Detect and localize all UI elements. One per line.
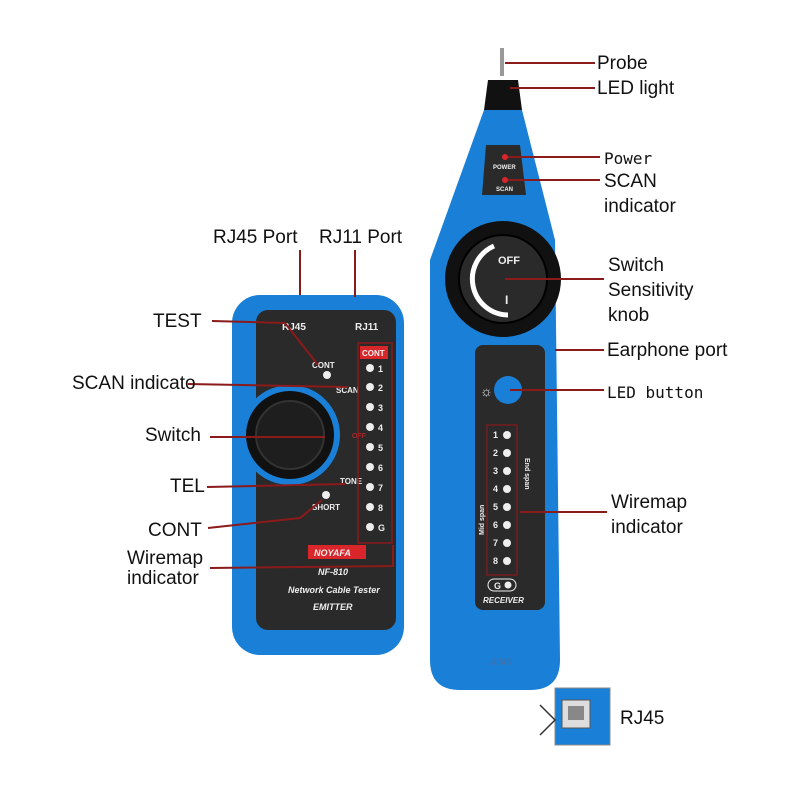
callout-rj45: RJ45 bbox=[620, 708, 665, 729]
callout-rj11-port: RJ11 Port bbox=[319, 227, 403, 248]
svg-text:End span: End span bbox=[523, 458, 530, 490]
svg-text:EMITTER: EMITTER bbox=[313, 602, 353, 612]
svg-text:POWER: POWER bbox=[493, 165, 516, 171]
svg-text:6: 6 bbox=[493, 520, 498, 530]
callout-tel: TEL bbox=[170, 476, 205, 497]
svg-text:SHORT: SHORT bbox=[312, 503, 340, 512]
wiremap-header: CONT bbox=[362, 349, 385, 358]
emitter-port-rj45: RJ45 bbox=[282, 322, 306, 333]
svg-text:OFF: OFF bbox=[498, 255, 520, 267]
callout-led-button: LED button bbox=[607, 383, 704, 402]
receiver-device: POWER SCAN OFF I ☼ 1 2 3 4 5 6 7 8 G End… bbox=[430, 48, 561, 690]
svg-text:G: G bbox=[494, 581, 501, 591]
svg-text:7: 7 bbox=[378, 483, 383, 493]
callout-test: TEST bbox=[153, 311, 202, 332]
svg-text:8: 8 bbox=[493, 556, 498, 566]
callout-switch: Switch bbox=[145, 425, 201, 446]
emitter-port-rj11: RJ11 bbox=[355, 322, 379, 333]
svg-text:NF-810: NF-810 bbox=[318, 567, 348, 577]
svg-text:TONE: TONE bbox=[340, 477, 363, 486]
svg-text:5: 5 bbox=[378, 443, 383, 453]
svg-text:1: 1 bbox=[378, 364, 383, 374]
svg-text:7: 7 bbox=[493, 538, 498, 548]
callout-scan-indicator: SCAN indicato bbox=[72, 373, 196, 394]
svg-text:6: 6 bbox=[378, 463, 383, 473]
emitter-wiremap-leds: 1 2 3 4 5 6 7 8 G bbox=[366, 364, 385, 533]
svg-text:Mid span: Mid span bbox=[479, 505, 486, 535]
rj45-port-icon bbox=[539, 687, 611, 746]
callout-rj45-port: RJ45 Port bbox=[213, 227, 298, 248]
callout-cont: CONT bbox=[148, 520, 202, 541]
svg-text:☼: ☼ bbox=[480, 383, 493, 399]
svg-text:SCAN: SCAN bbox=[496, 187, 513, 193]
svg-text:2: 2 bbox=[378, 383, 383, 393]
svg-text:1: 1 bbox=[493, 430, 498, 440]
callout-earphone-port: Earphone port bbox=[607, 340, 728, 361]
svg-text:RECEIVER: RECEIVER bbox=[483, 596, 524, 605]
svg-text:I: I bbox=[505, 293, 508, 307]
brand-logo: NOYAFA bbox=[314, 548, 351, 558]
svg-text:Network Cable Tester: Network Cable Tester bbox=[288, 585, 380, 595]
emitter-cont-label: CONT bbox=[312, 361, 335, 370]
svg-text:4: 4 bbox=[378, 423, 383, 433]
leader-lines bbox=[187, 62, 607, 569]
svg-text:RJ45: RJ45 bbox=[490, 657, 512, 667]
svg-text:G: G bbox=[378, 523, 385, 533]
svg-text:3: 3 bbox=[378, 403, 383, 413]
svg-text:2: 2 bbox=[493, 448, 498, 458]
svg-text:8: 8 bbox=[378, 503, 383, 513]
emitter-device: RJ45 RJ11 CONT SCAN TONE SHORT OFF CONT … bbox=[232, 295, 404, 655]
receiver-wiremap-leds: 1 2 3 4 5 6 7 8 G bbox=[487, 430, 517, 592]
callout-led-light: LED light bbox=[597, 78, 675, 99]
callout-probe: Probe bbox=[597, 53, 648, 74]
svg-text:5: 5 bbox=[493, 502, 498, 512]
svg-text:3: 3 bbox=[493, 466, 498, 476]
callout-power: Power bbox=[604, 149, 653, 168]
svg-text:4: 4 bbox=[493, 484, 498, 494]
svg-text:SCAN: SCAN bbox=[336, 386, 359, 395]
svg-text:OFF: OFF bbox=[352, 433, 366, 440]
